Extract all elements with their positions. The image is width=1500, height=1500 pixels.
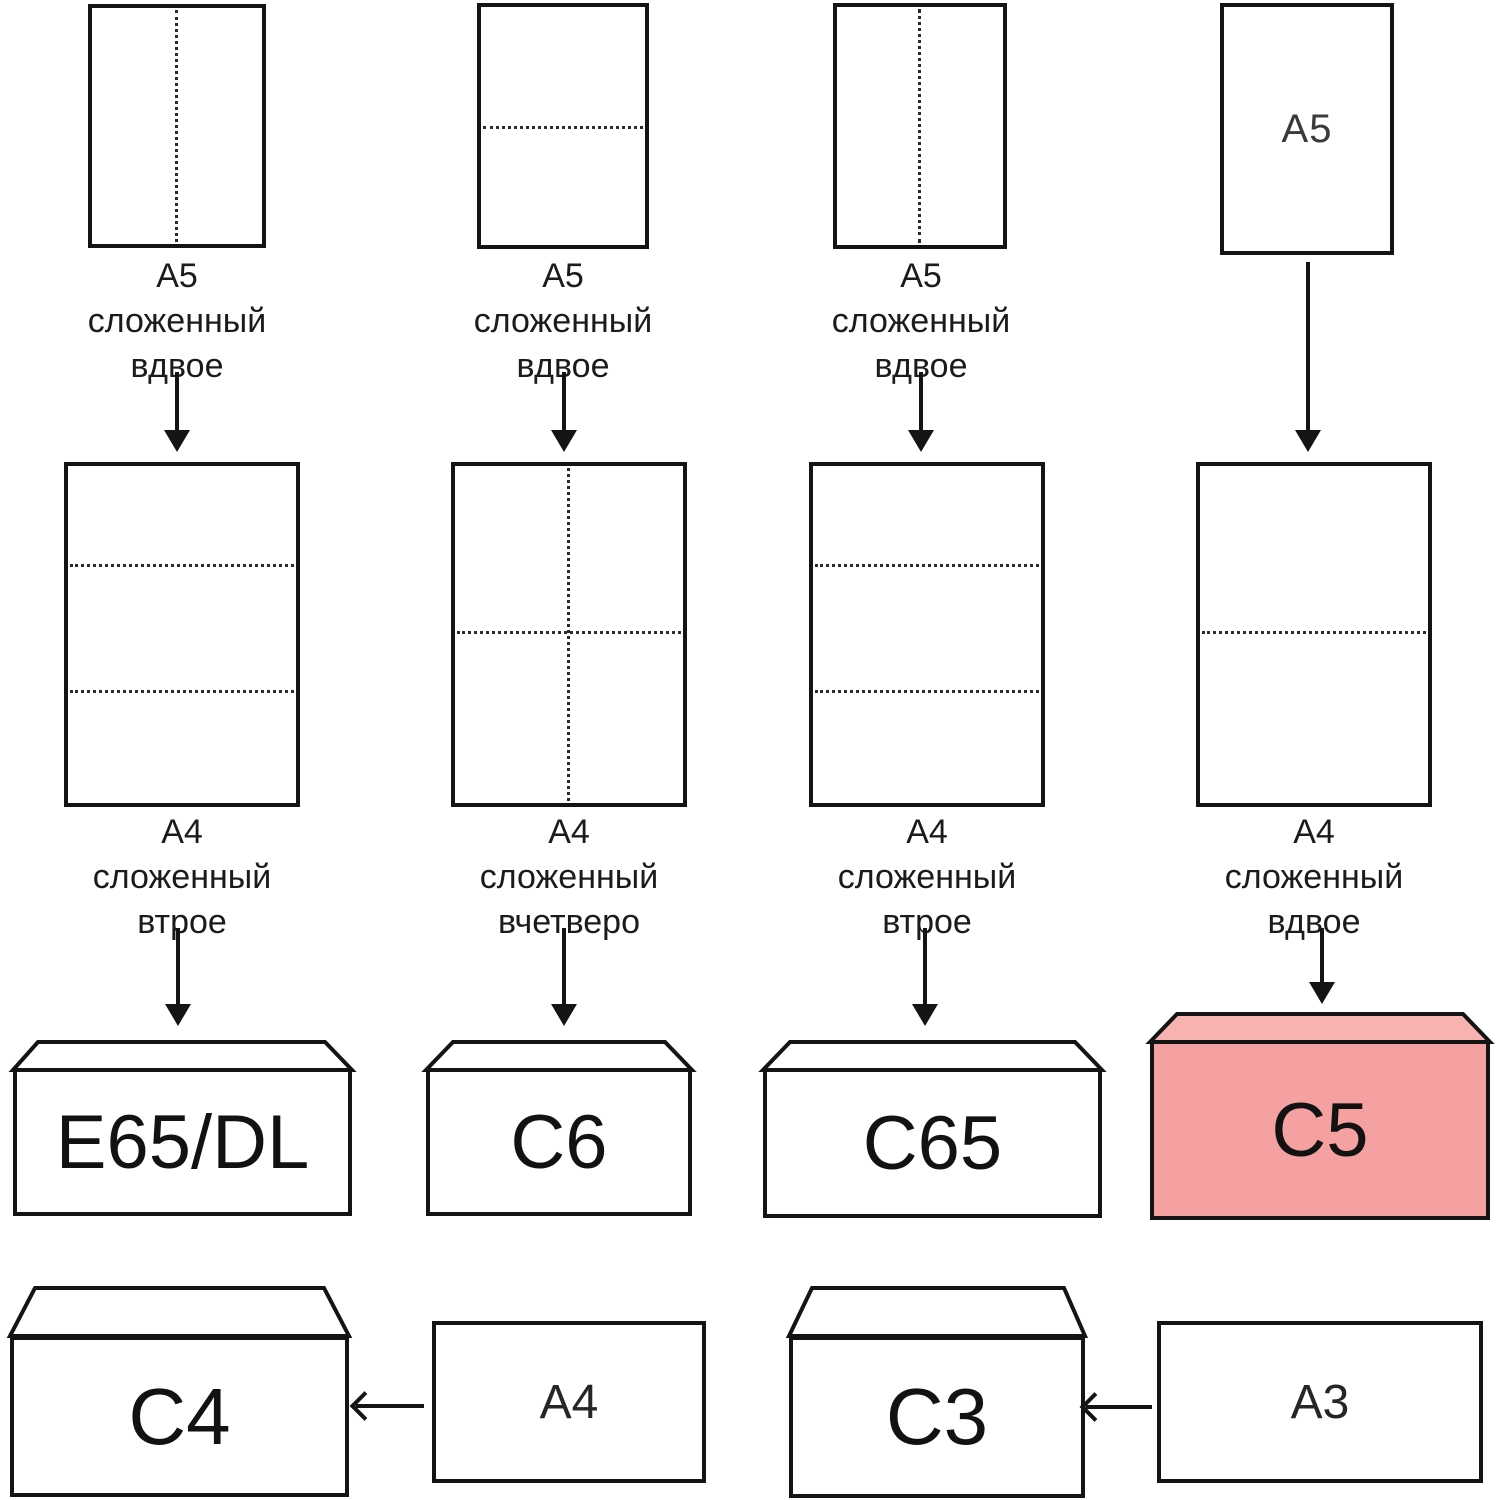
- caption-a4-col1: А4 сложенный втрое: [12, 810, 352, 945]
- caption-line: сложенный: [1224, 858, 1404, 896]
- fold-line-vertical: [918, 9, 921, 243]
- sheet-a3-flat: A3: [1157, 1321, 1483, 1483]
- fold-line-horizontal: [70, 563, 294, 567]
- caption-line: сложенный: [473, 302, 653, 340]
- envelope-c65: C65: [763, 1068, 1102, 1218]
- arrow-down-icon: [176, 928, 180, 1004]
- sheet-a5-col3: [833, 3, 1007, 249]
- envelope-c5-flap: [1145, 1012, 1495, 1044]
- fold-line-horizontal: [70, 690, 294, 694]
- arrow-down-icon: [919, 372, 923, 430]
- arrow-down-icon: [562, 928, 566, 1004]
- caption-a5-col2: А5 сложенный вдвое: [393, 254, 733, 389]
- caption-line: А4: [161, 813, 203, 851]
- caption-line: А5: [156, 257, 198, 295]
- caption-line: втрое: [882, 903, 972, 941]
- arrow-down-icon: [1306, 262, 1310, 430]
- arrow-down-icon: [1320, 928, 1324, 982]
- caption-a5-col3: А5 сложенный вдвое: [751, 254, 1091, 389]
- sheet-label: A4: [539, 1375, 599, 1429]
- envelope-c3-flap: [785, 1286, 1089, 1338]
- envelope-label: C65: [862, 1100, 1003, 1186]
- sheet-a5-col4: A5: [1220, 3, 1394, 255]
- arrow-down-icon: [562, 372, 566, 430]
- fold-line-vertical: [567, 468, 570, 801]
- envelope-label: C4: [128, 1371, 231, 1461]
- envelope-c6-flap: [421, 1040, 697, 1072]
- fold-line-horizontal: [1202, 631, 1426, 635]
- envelope-c4: C4: [10, 1336, 349, 1497]
- envelope-c5-highlighted: C5: [1150, 1040, 1490, 1220]
- envelope-label: C5: [1271, 1087, 1369, 1173]
- caption-a4-col2: А4 сложенный вчетверо: [399, 810, 739, 945]
- caption-a4-col4: А4 сложенный вдвое: [1144, 810, 1484, 945]
- caption-line: сложенный: [837, 858, 1017, 896]
- envelope-c3: C3: [789, 1336, 1085, 1498]
- fold-line-horizontal: [815, 690, 1039, 694]
- caption-a4-col3: А4 сложенный втрое: [757, 810, 1097, 945]
- envelope-label: C3: [885, 1372, 989, 1461]
- caption-line: А4: [548, 813, 590, 851]
- envelope-e65dl-flap: [8, 1040, 357, 1072]
- envelope-c65-flap: [758, 1040, 1107, 1072]
- envelope-e65dl: E65/DL: [13, 1068, 352, 1216]
- sheet-a4-col4: [1196, 462, 1432, 807]
- caption-line: сложенный: [831, 302, 1011, 340]
- envelope-label: C6: [510, 1099, 608, 1185]
- arrow-left-icon: [356, 1404, 424, 1408]
- fold-line-horizontal: [457, 631, 681, 635]
- caption-line: А5: [900, 257, 942, 295]
- arrow-down-icon: [175, 372, 179, 430]
- sheet-a4-col2: [451, 462, 687, 807]
- envelope-c6: C6: [426, 1068, 692, 1216]
- sheet-a5-col1: [88, 4, 266, 248]
- caption-line: сложенный: [479, 858, 659, 896]
- caption-line: вдвое: [1267, 903, 1361, 941]
- envelope-label: E65/DL: [55, 1099, 310, 1185]
- caption-line: втрое: [137, 903, 227, 941]
- caption-line: А5: [542, 257, 584, 295]
- sheet-a4-col1: [64, 462, 300, 807]
- sheet-a4-col3: [809, 462, 1045, 807]
- sheet-a4-flat: A4: [432, 1321, 706, 1483]
- fold-line-horizontal: [483, 126, 643, 129]
- caption-line: сложенный: [92, 858, 272, 896]
- caption-line: сложенный: [87, 302, 267, 340]
- sheet-label: A3: [1290, 1375, 1350, 1429]
- fold-line-horizontal: [815, 563, 1039, 567]
- sheet-a5-inner-label: A5: [1281, 106, 1333, 151]
- caption-line: вчетверо: [497, 903, 640, 941]
- arrow-down-icon: [923, 928, 927, 1004]
- caption-a5-col1: А5 сложенный вдвое: [7, 254, 347, 389]
- envelope-c4-flap: [6, 1286, 353, 1338]
- caption-line: А4: [906, 813, 948, 851]
- arrow-left-icon: [1086, 1405, 1152, 1409]
- sheet-a5-col2: [477, 3, 649, 249]
- fold-line-vertical: [175, 10, 178, 242]
- caption-line: А4: [1293, 813, 1335, 851]
